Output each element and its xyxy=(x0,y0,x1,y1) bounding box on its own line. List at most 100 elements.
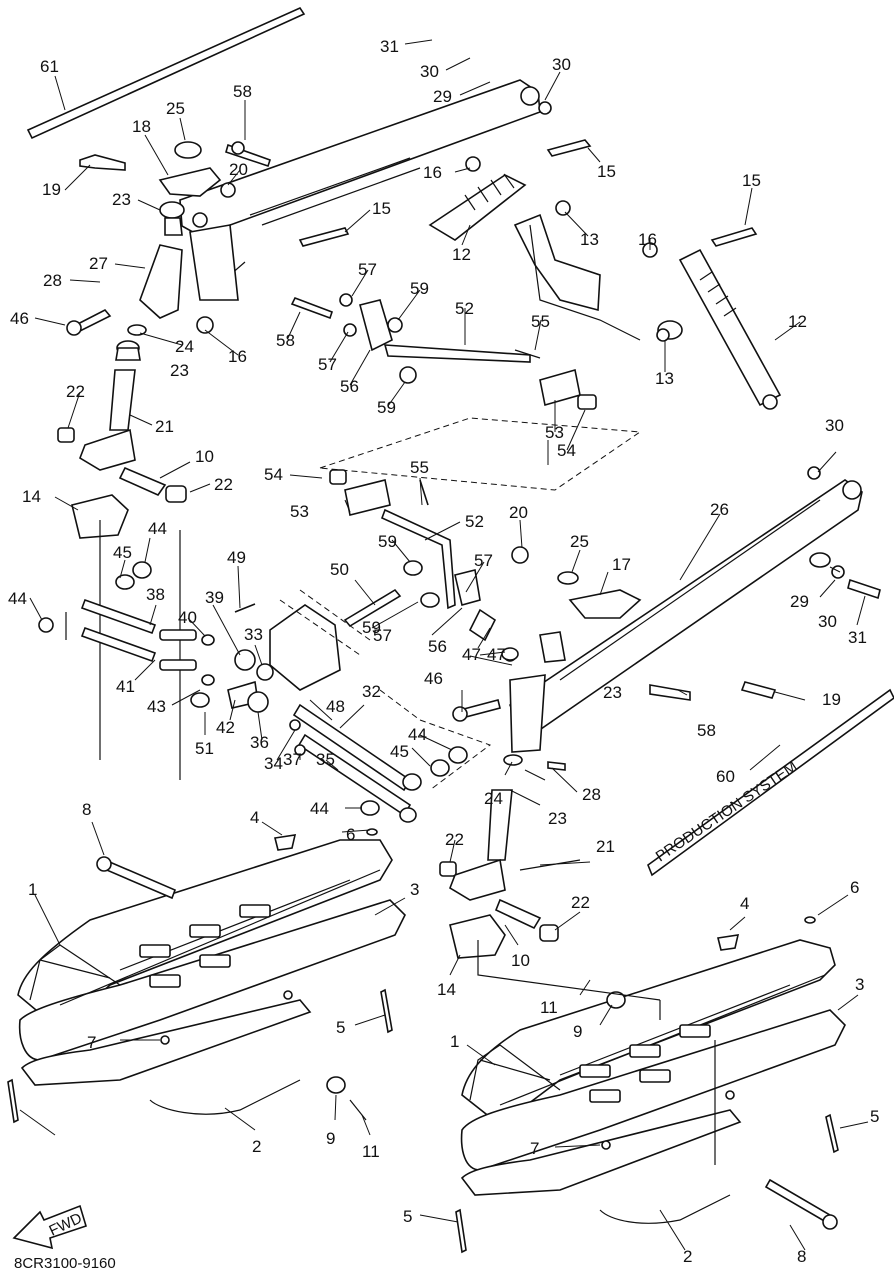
callout-44: 44 xyxy=(408,725,427,744)
callout-46: 46 xyxy=(10,309,29,328)
callout-23: 23 xyxy=(170,361,189,380)
callout-24: 24 xyxy=(484,789,503,808)
callout-23: 23 xyxy=(112,190,131,209)
callout-44: 44 xyxy=(310,799,329,818)
callout-59: 59 xyxy=(377,398,396,417)
callout-25: 25 xyxy=(166,99,185,118)
bracket-18 xyxy=(158,167,222,197)
callout-34: 34 xyxy=(264,754,283,773)
callout-4: 4 xyxy=(740,894,749,913)
callout-5: 5 xyxy=(403,1207,412,1226)
ski-right xyxy=(455,916,846,1254)
callout-11: 11 xyxy=(362,1142,380,1161)
callout-5: 5 xyxy=(870,1107,879,1126)
callout-59: 59 xyxy=(378,532,397,551)
block-14-lower xyxy=(449,914,506,959)
callout-56: 56 xyxy=(340,377,359,396)
callout-12: 12 xyxy=(452,245,471,264)
line-art: PRODUCTION SYSTEM xyxy=(7,6,894,1254)
callout-8: 8 xyxy=(797,1247,806,1266)
callout-7: 7 xyxy=(87,1033,96,1052)
callout-57: 57 xyxy=(318,355,337,374)
callout-54: 54 xyxy=(264,465,283,484)
callout-19: 19 xyxy=(42,180,61,199)
callout-10: 10 xyxy=(511,951,530,970)
callout-58: 58 xyxy=(233,82,252,101)
callout-6: 6 xyxy=(850,878,859,897)
callout-38: 38 xyxy=(146,585,165,604)
callout-29: 29 xyxy=(790,592,809,611)
callout-47: 47 xyxy=(462,645,481,664)
callout-23: 23 xyxy=(548,809,567,828)
callout-25: 25 xyxy=(570,532,589,551)
callout-54: 54 xyxy=(557,441,576,460)
callout-5: 5 xyxy=(336,1018,345,1037)
callout-12: 12 xyxy=(788,312,807,331)
callout-9: 9 xyxy=(573,1022,582,1041)
rocker-arm xyxy=(513,213,601,312)
callout-57: 57 xyxy=(373,626,392,645)
callout-48: 48 xyxy=(326,697,345,716)
callout-60: 60 xyxy=(716,767,735,786)
callout-3: 3 xyxy=(410,880,419,899)
kingpin-left xyxy=(139,244,183,319)
callout-1: 1 xyxy=(28,880,37,899)
callout-30: 30 xyxy=(420,62,439,81)
callout-16: 16 xyxy=(423,163,442,182)
callout-22: 22 xyxy=(66,382,85,401)
callout-42: 42 xyxy=(216,718,235,737)
callout-47: 47 xyxy=(487,645,506,664)
spindle-lower xyxy=(487,789,513,861)
callout-20: 20 xyxy=(509,503,528,522)
block-14-upper xyxy=(71,494,129,539)
callout-55: 55 xyxy=(410,458,429,477)
callout-26: 26 xyxy=(710,500,729,519)
callout-39: 39 xyxy=(205,588,224,607)
fwd-arrow xyxy=(12,1204,87,1250)
callout-3: 3 xyxy=(855,975,864,994)
callout-1: 1 xyxy=(450,1032,459,1051)
callout-44: 44 xyxy=(148,519,167,538)
callout-21: 21 xyxy=(155,417,174,436)
callout-32: 32 xyxy=(362,682,381,701)
callout-16: 16 xyxy=(638,230,657,249)
callout-29: 29 xyxy=(433,87,452,106)
callout-37: 37 xyxy=(283,750,302,769)
callout-41: 41 xyxy=(116,677,135,696)
callout-58: 58 xyxy=(276,331,295,350)
shock-12-upper xyxy=(428,174,527,241)
callout-31: 31 xyxy=(380,37,399,56)
callout-59: 59 xyxy=(362,618,381,637)
callout-56: 56 xyxy=(428,637,447,656)
callout-51: 51 xyxy=(195,739,214,758)
shock-12-right xyxy=(678,248,782,407)
callout-17: 17 xyxy=(612,555,631,574)
diagram-code: 8CR3100-9160 xyxy=(14,1255,116,1272)
callout-23: 23 xyxy=(603,683,622,702)
callout-30: 30 xyxy=(818,612,837,631)
callout-52: 52 xyxy=(455,299,474,318)
callout-58: 58 xyxy=(697,721,716,740)
callout-15: 15 xyxy=(597,162,616,181)
decal-strip-left xyxy=(26,6,306,140)
callout-labels: 31 30 29 30 61 58 25 18 20 19 23 27 28 4… xyxy=(8,37,879,1266)
callout-13: 13 xyxy=(580,230,599,249)
callout-20: 20 xyxy=(229,160,248,179)
tie-rod-upper xyxy=(383,344,531,363)
callout-36: 36 xyxy=(250,733,269,752)
callout-43: 43 xyxy=(147,697,166,716)
callout-9: 9 xyxy=(326,1129,335,1148)
callout-57: 57 xyxy=(474,551,493,570)
callout-27: 27 xyxy=(89,254,108,273)
callout-44: 44 xyxy=(8,589,27,608)
callout-14: 14 xyxy=(437,980,456,999)
leader-lines xyxy=(19,39,869,1251)
callout-19: 19 xyxy=(822,690,841,709)
arm-26-right xyxy=(509,479,863,742)
callout-14: 14 xyxy=(22,487,41,506)
callout-18: 18 xyxy=(132,117,151,136)
callout-53: 53 xyxy=(290,502,309,521)
callout-10: 10 xyxy=(195,447,214,466)
